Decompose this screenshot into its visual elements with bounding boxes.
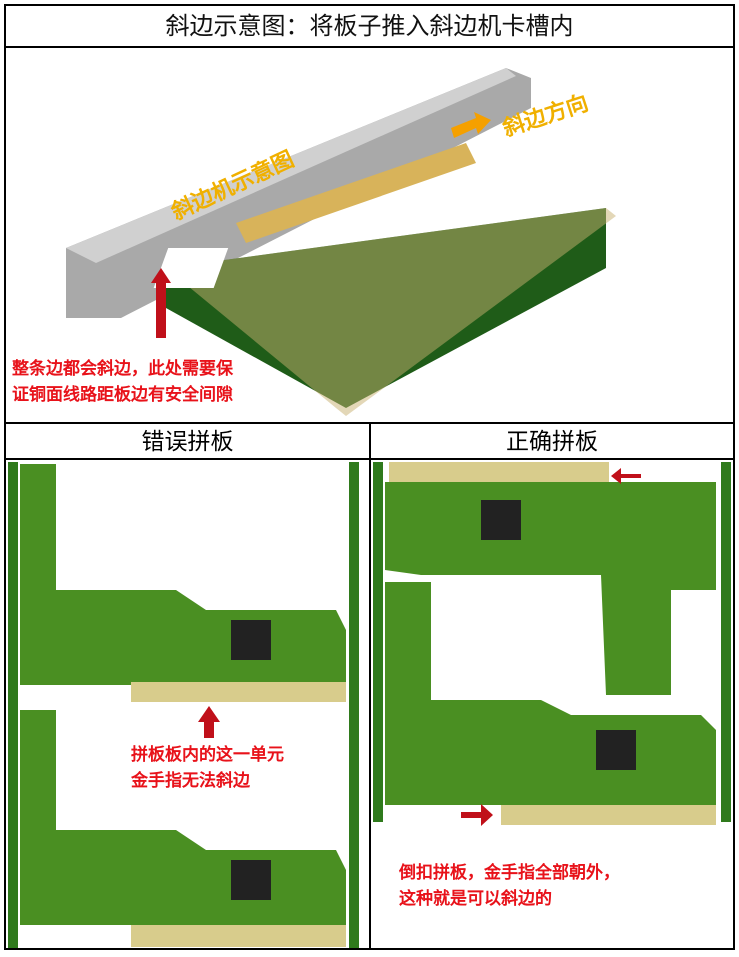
gold-fingers-top (389, 462, 609, 484)
direction-arrow-icon (451, 112, 491, 138)
diagram-frame: 斜边示意图：将板子推入斜边机卡槽内 斜边机示意图 斜边方向 整条边都会斜边，此处… (4, 4, 735, 950)
wrong-note-line1: 拼板板内的这一单元 (131, 745, 284, 765)
gold-fingers-bottom (501, 805, 716, 825)
wrong-note-line2: 金手指无法斜边 (131, 771, 250, 791)
page-title: 斜边示意图：将板子推入斜边机卡槽内 (6, 6, 733, 48)
wrong-panel-header: 错误拼板 (6, 424, 369, 460)
up-arrow-icon (156, 278, 166, 338)
right-arrow-icon (461, 804, 493, 826)
up-arrow-icon (204, 718, 214, 738)
wrong-pcb-drawing (8, 462, 359, 948)
correct-panelization-image: 倒扣拼板，金手指全部朝外， 这种就是可以斜边的 (371, 460, 733, 950)
correct-panel-header: 正确拼板 (371, 424, 733, 460)
hero-note-line2: 证铜面线路距板边有安全间隙 (12, 385, 233, 405)
left-arrow-icon (611, 468, 641, 484)
machine-pcb-drawing (66, 68, 616, 416)
pcb-unit-top (20, 464, 346, 685)
correct-note-line1: 倒扣拼板，金手指全部朝外， (399, 863, 620, 883)
correct-note-line2: 这种就是可以斜边的 (399, 889, 552, 909)
gold-fingers-inner (131, 682, 346, 702)
pcb-unit-top-flipped (385, 482, 716, 695)
column-divider (369, 424, 371, 950)
gold-fingers-bottom (131, 925, 346, 947)
bevel-machine-illustration: 斜边机示意图 斜边方向 整条边都会斜边，此处需要保 证铜面线路距板边有安全间隙 (6, 48, 733, 424)
gold-fingers (236, 143, 476, 243)
wrong-panelization-image: 拼板板内的这一单元 金手指无法斜边 (6, 460, 369, 950)
correct-pcb-drawing (373, 462, 731, 826)
hero-note-line1: 整条边都会斜边，此处需要保 (12, 359, 233, 379)
